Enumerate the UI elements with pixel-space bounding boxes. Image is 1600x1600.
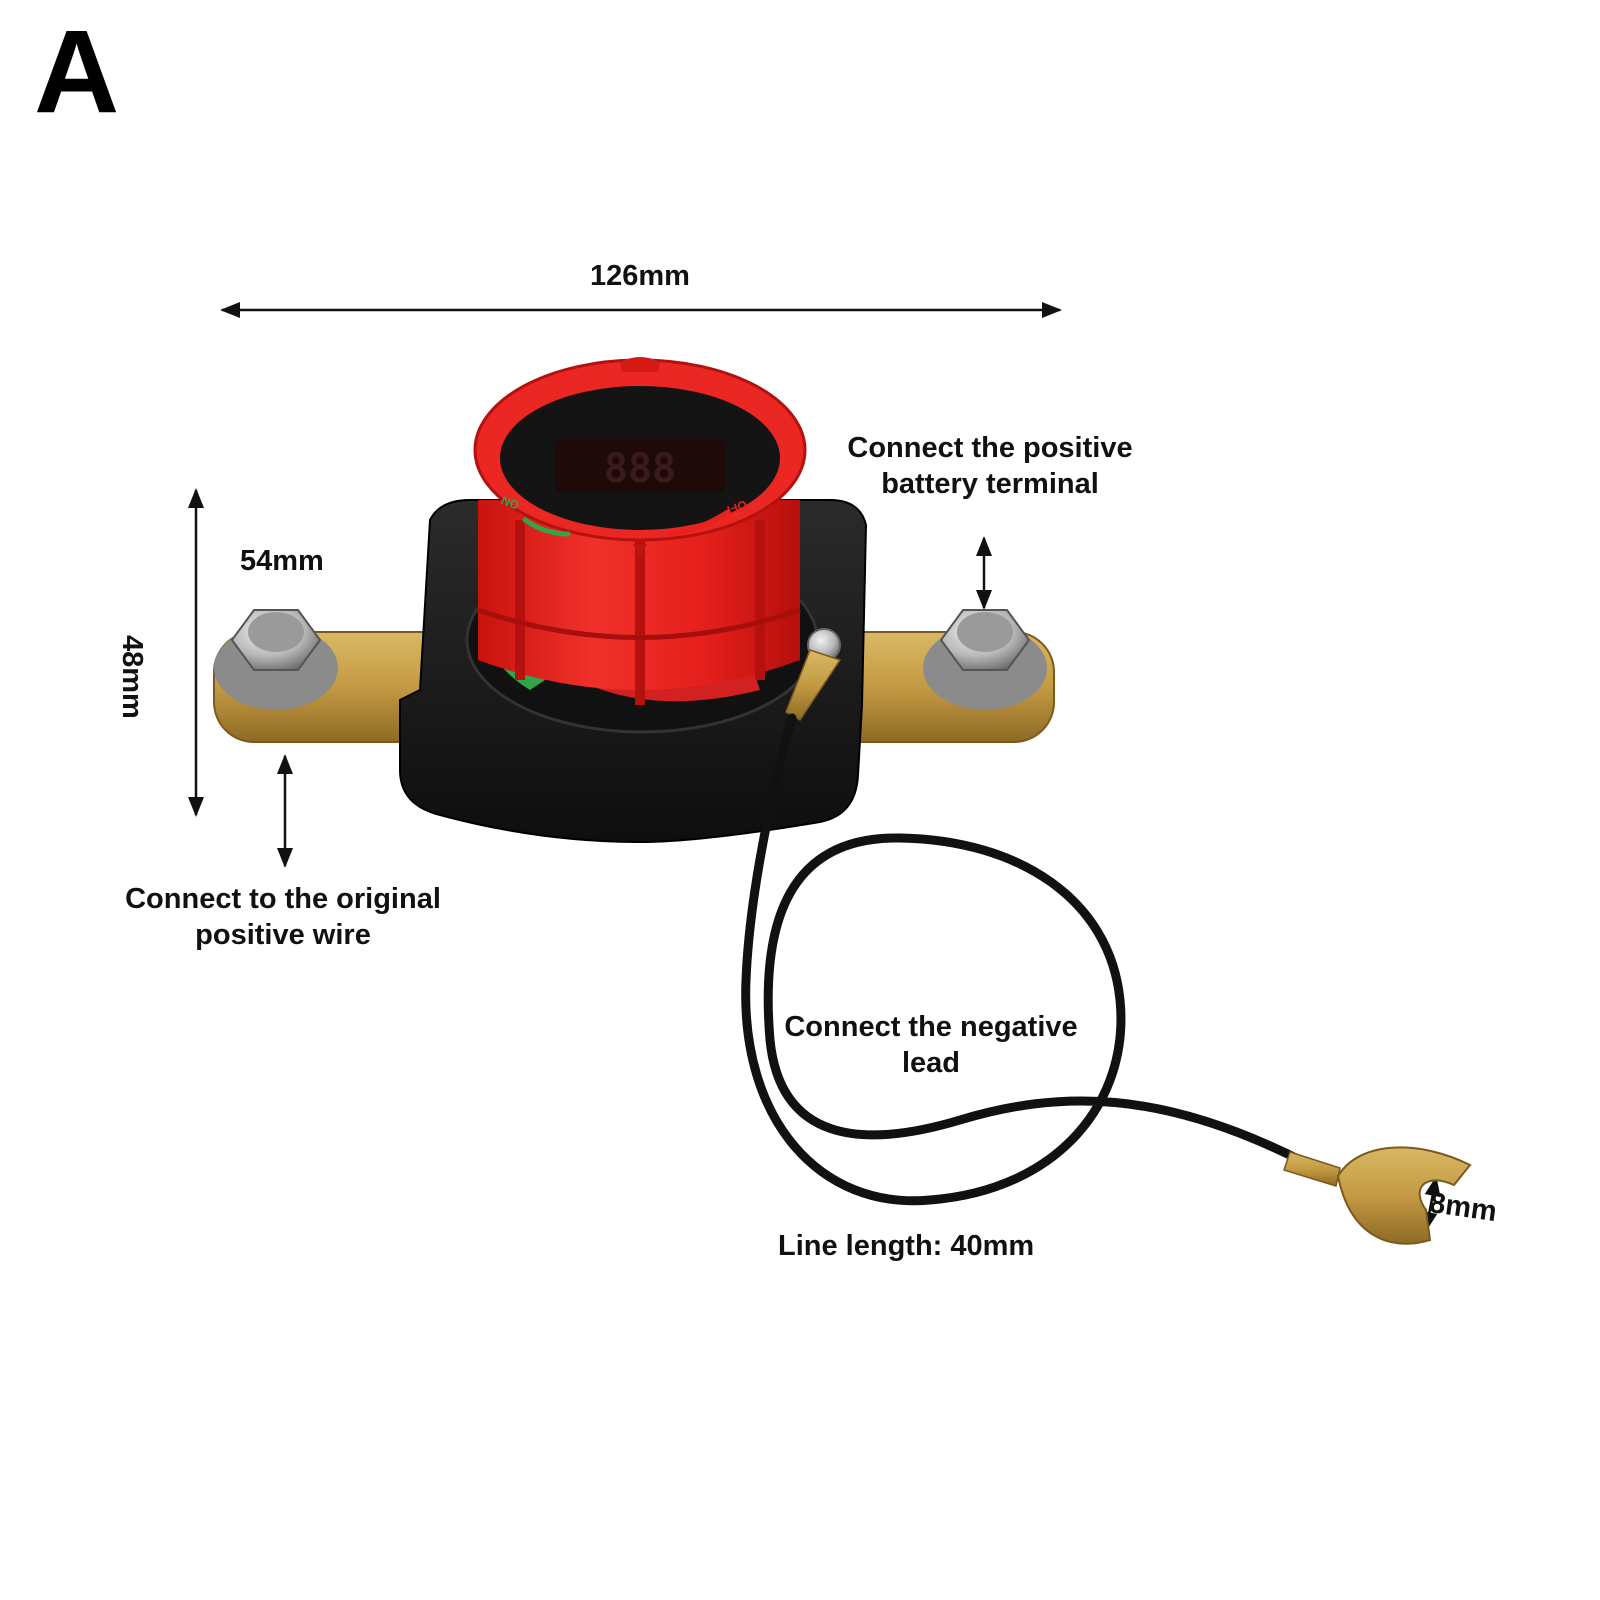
height-dimension-label: 48mm	[116, 635, 148, 719]
knob-pointer	[633, 544, 647, 560]
corner-letter: A	[34, 6, 120, 138]
display-digits: 888	[604, 446, 676, 492]
negative-lead-line-1: Connect the negative	[784, 1011, 1078, 1043]
off-arc	[667, 509, 731, 537]
positive-battery-line-1: Connect the positive	[847, 432, 1133, 464]
right-nut	[923, 609, 1047, 710]
original-wire-annotation: Connect to the original positive wire	[118, 881, 448, 953]
knob-band	[477, 607, 801, 640]
on-label: ON	[499, 493, 521, 512]
line-length-annotation: Line length: 40mm	[778, 1230, 1035, 1262]
negative-lead-wire	[741, 713, 1305, 1206]
negative-lead-annotation: Connect the negative lead	[776, 1009, 1086, 1081]
positive-battery-line-2: battery terminal	[881, 468, 1099, 500]
left-nut	[214, 609, 338, 710]
knob-top-notch	[620, 357, 660, 372]
negative-lead-line-2: lead	[901, 1047, 961, 1079]
terminal-dimension-label: 54mm	[240, 545, 324, 577]
on-arc	[522, 517, 571, 537]
width-dimension-label: 126mm	[590, 260, 690, 292]
positive-battery-annotation: Connect the positive battery terminal	[830, 430, 1150, 502]
lead-terminal-lug	[785, 649, 842, 721]
ring-crimp	[1283, 1151, 1341, 1187]
ring-terminal	[1336, 1146, 1472, 1245]
original-wire-line-1: Connect to the original	[125, 883, 441, 915]
display-window	[555, 440, 725, 492]
original-wire-line-2: positive wire	[195, 919, 371, 951]
